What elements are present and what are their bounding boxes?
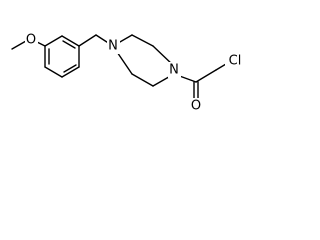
benzene-ring	[44, 35, 80, 78]
atom-o2-label: O	[191, 99, 201, 114]
ring-bond-3	[61, 66, 80, 78]
atom-n2-bg	[168, 62, 181, 78]
atom-n2-label: N	[169, 63, 179, 78]
atom-o2-bg	[189, 98, 203, 114]
bond-methyl-o	[11, 40, 27, 50]
chloroacetyl-group	[173, 63, 227, 101]
piperazine-bond-2	[131, 34, 154, 47]
ring-bond-6	[44, 35, 63, 47]
bond-ring-ch2	[78, 34, 97, 47]
atom-o1-label: O	[26, 33, 36, 48]
piperazine-ring	[112, 34, 175, 87]
ring-bond-2	[44, 66, 63, 78]
piperazine-bond-5	[131, 73, 154, 87]
atom-n1-bg	[107, 38, 120, 54]
chemical-structure: O N N O Cl	[11, 32, 245, 114]
ring-double-bond-2	[63, 64, 77, 73]
ring-bond-5	[61, 35, 80, 47]
atom-cl-bg	[225, 53, 245, 69]
atom-n1-label: N	[108, 39, 118, 54]
atom-cl-label: Cl	[229, 54, 242, 69]
bond-ch2-cl	[215, 63, 227, 71]
atom-labels: O N N O Cl	[25, 32, 245, 114]
bond-carbonyl-ch2	[195, 69, 217, 83]
ring-double-bond-3	[62, 40, 76, 49]
atom-o1-bg	[25, 32, 38, 48]
